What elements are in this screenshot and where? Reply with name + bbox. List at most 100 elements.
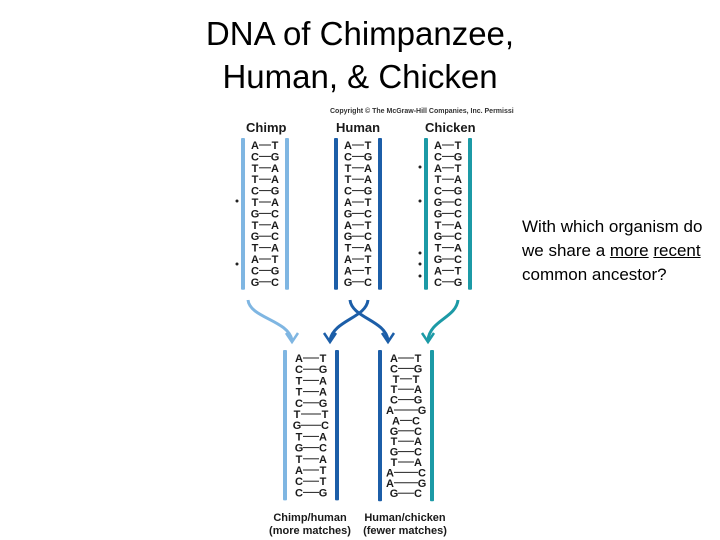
chicken-base-left: C (434, 186, 442, 198)
chimp-left-strand (241, 138, 245, 290)
chicken-base-left: G (434, 254, 443, 266)
human-base-right: G (364, 186, 373, 198)
chimp-base-right: A (271, 174, 279, 186)
chimp-base-left: G (251, 231, 260, 243)
chimp-base-left: T (252, 197, 259, 209)
mutation-marker-dot (419, 252, 422, 255)
human-base-right: T (365, 197, 372, 209)
chimp_human-base-left: A (295, 353, 303, 365)
chimp_human-base-right: C (319, 443, 327, 455)
chimp_human-base-right: G (319, 364, 328, 376)
chimp-base-left: T (252, 243, 259, 255)
chimp-human-label-line1: Chimp/human (262, 512, 358, 525)
chimp-base-left: T (252, 174, 259, 186)
chicken-base-right: A (454, 220, 462, 232)
chicken-base-right: T (455, 140, 462, 152)
chimp-base-right: G (271, 151, 280, 163)
chimp-base-right: C (271, 277, 279, 289)
chicken-right-strand (468, 138, 472, 290)
chicken-base-left: G (434, 231, 443, 243)
chimp_human-base-left: G (293, 420, 302, 432)
human-base-right: T (365, 254, 372, 266)
chimp_human-base-left: T (294, 409, 301, 421)
chimp_human-base-right: T (320, 465, 327, 477)
human-base-left: C (344, 151, 352, 163)
human-chicken-label-line1: Human/chicken (354, 512, 456, 525)
human-chicken-label-line2: (fewer matches) (354, 525, 456, 538)
chimp-base-right: A (271, 197, 279, 209)
human-base-left: G (344, 277, 353, 289)
human_chicken-base-right: C (414, 488, 422, 500)
mutation-marker-dot (236, 200, 239, 203)
chimp_human-base-left: T (296, 387, 303, 399)
human-base-left: T (345, 174, 352, 186)
chimp_human-right-strand (335, 350, 339, 500)
chimp-base-left: C (251, 186, 259, 198)
chimp-base-left: A (251, 140, 259, 152)
chimp-base-right: C (271, 208, 279, 220)
human-base-right: A (364, 243, 372, 255)
chimp_human-base-right: T (320, 353, 327, 365)
chicken-base-right: C (454, 231, 462, 243)
human-chicken-label: Human/chicken (fewer matches) (354, 512, 456, 538)
chimp-base-left: C (251, 151, 259, 163)
chimp-base-left: G (251, 277, 260, 289)
chimp-base-right: G (271, 265, 280, 277)
mutation-marker-dot (419, 275, 422, 278)
mutation-marker-dot (419, 263, 422, 266)
mutation-marker-dot (236, 263, 239, 266)
chimp-base-right: T (272, 254, 279, 266)
chicken-base-left: A (434, 163, 442, 175)
chimp_human-base-left: G (295, 443, 304, 455)
human-base-right: T (365, 220, 372, 232)
chicken-base-left: C (434, 277, 442, 289)
chimp-base-right: A (271, 220, 279, 232)
chicken-base-left: A (434, 140, 442, 152)
chimp_human-base-right: A (319, 431, 327, 443)
chimp-base-left: C (251, 265, 259, 277)
chicken-base-right: C (454, 208, 462, 220)
human-base-left: T (345, 163, 352, 175)
chimp_human-base-left: C (295, 398, 303, 410)
chicken-base-right: T (455, 265, 462, 277)
chimp_human-base-left: T (296, 431, 303, 443)
chicken-base-right: G (454, 277, 463, 289)
human-right-strand (378, 138, 382, 290)
chimp_human-base-right: G (319, 398, 328, 410)
chimp_human-base-right: T (320, 476, 327, 488)
human-base-right: T (365, 265, 372, 277)
chimp_human-base-left: C (295, 487, 303, 499)
human-base-right: G (364, 151, 373, 163)
chicken-base-left: G (434, 197, 443, 209)
chicken-base-left: T (435, 174, 442, 186)
chimp_human-base-right: G (319, 487, 328, 499)
chimp_human-base-right: A (319, 387, 327, 399)
chimp_human-base-left: C (295, 364, 303, 376)
chimp-base-right: T (272, 140, 279, 152)
chimp_human-base-right: A (319, 375, 327, 387)
human-base-left: T (345, 243, 352, 255)
human_chicken-right-strand (430, 350, 434, 501)
human-base-right: A (364, 163, 372, 175)
chicken-base-right: C (454, 197, 462, 209)
chimp-base-right: G (271, 186, 280, 198)
chimp_human-base-right: A (319, 454, 327, 466)
chimp-right-strand (285, 138, 289, 290)
chicken-base-left: T (435, 243, 442, 255)
mutation-marker-dot (419, 200, 422, 203)
chicken-base-right: T (455, 163, 462, 175)
human-base-left: A (344, 197, 352, 209)
chimp_human-base-right: C (321, 420, 329, 432)
chicken-left-strand (424, 138, 428, 290)
human-base-right: C (364, 277, 372, 289)
mutation-marker-dot (419, 166, 422, 169)
chimp-base-right: A (271, 163, 279, 175)
chicken-base-left: G (434, 208, 443, 220)
chicken-base-left: A (434, 265, 442, 277)
chimp-base-left: G (251, 208, 260, 220)
human-base-right: C (364, 208, 372, 220)
chicken-base-left: C (434, 151, 442, 163)
human-left-strand (334, 138, 338, 290)
chicken-base-right: C (454, 254, 462, 266)
chimp_human-base-left: A (295, 465, 303, 477)
